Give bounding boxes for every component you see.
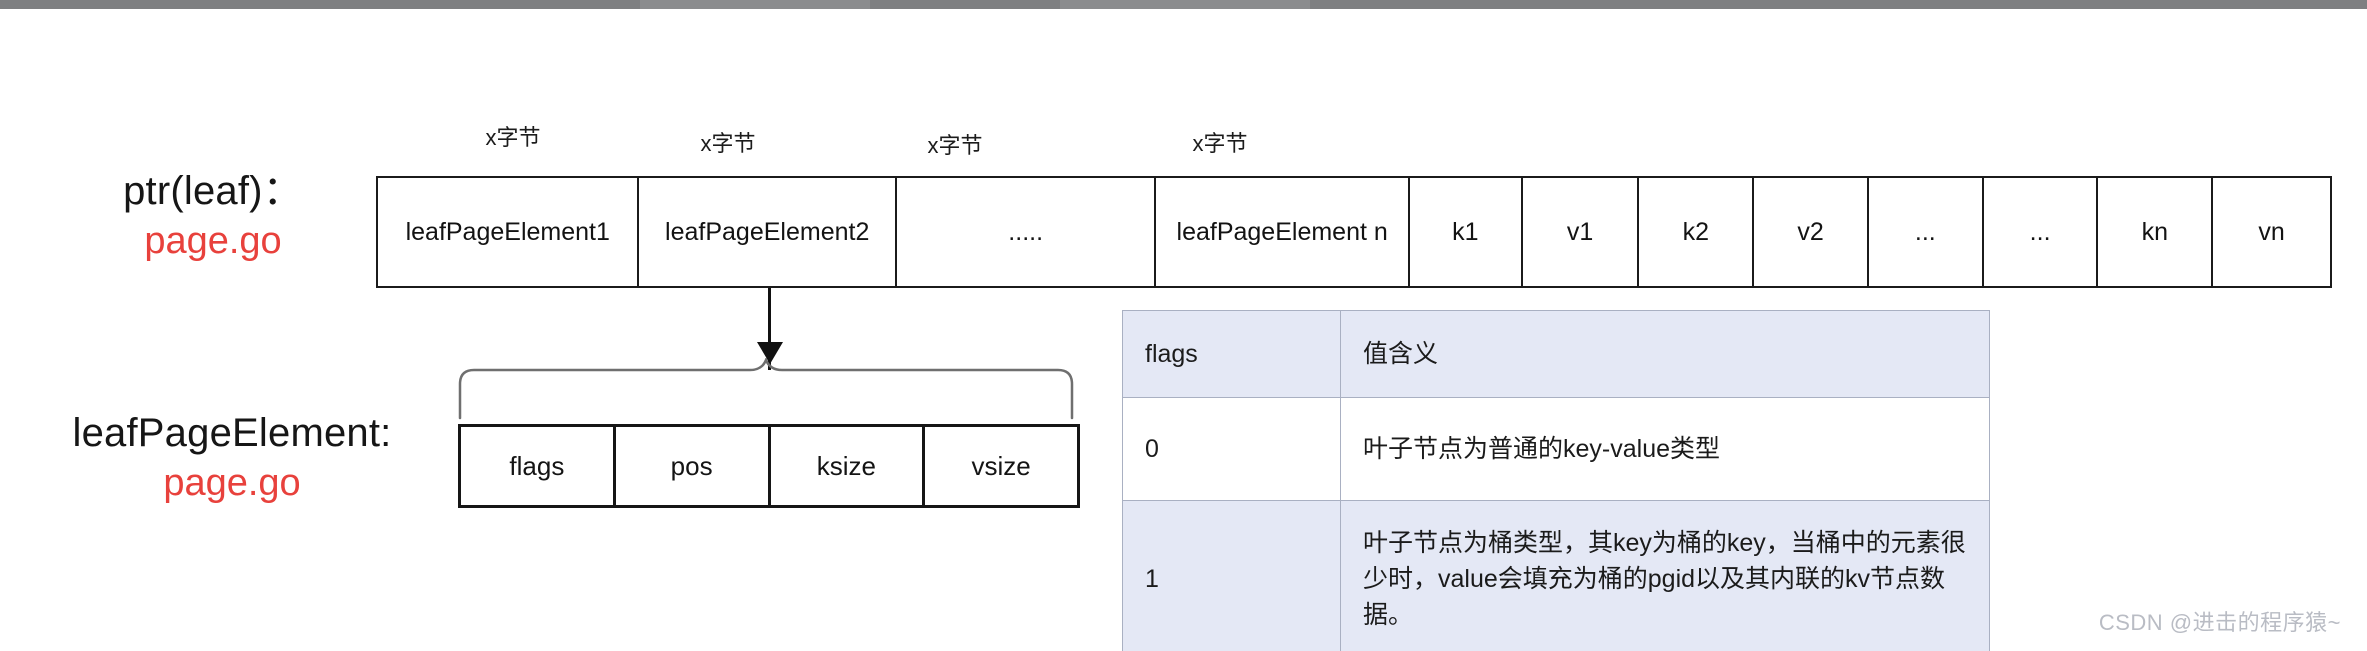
meaning-text: 叶子节点为桶类型，其key为桶的key，当桶中的元素很少时，value会填充为桶… [1363,528,1966,630]
table-cell-flag-value: 0 [1122,397,1341,501]
struct-field-vsize: vsize [971,450,1031,481]
bytes-label-1: x字节 [485,125,541,150]
curly-brace-icon [458,358,1074,420]
leaf-cell-v2: v2 [1754,178,1869,286]
bytes-label-4: x字节 [1192,131,1248,156]
caption-ptr-leaf-file: page.go [144,220,282,263]
table-header-flags: flags [1122,310,1341,398]
chrome-segment [640,0,870,9]
leaf-cell-k1: k1 [1410,178,1523,286]
struct-field-ksize: ksize [771,427,926,505]
watermark: CSDN @进击的程序猿~ [2098,610,2341,635]
leaf-page-row: leafPageElement1 leafPageElement2 ..... … [376,176,2332,288]
table-row: 1 叶子节点为桶类型，其key为桶的key，当桶中的元素很少时，value会填充… [1122,500,1990,651]
caption-leaf-page-element-file: page.go [163,462,301,505]
meaning-text: 叶子节点为普通的key-value类型 [1363,434,1720,463]
leaf-page-element-struct: flags pos ksize vsize [458,424,1080,508]
chrome-segment [1060,0,1310,9]
table-cell-flag-value: 1 [1122,500,1341,651]
cropped-chrome-strip [0,0,2367,9]
caption-ptr-leaf: ptr(leaf)： page.go [78,168,348,264]
leaf-cell-v1: v1 [1523,178,1640,286]
bytes-label-3: x字节 [927,133,983,158]
connector-line [768,288,771,370]
table-header-row: flags 值含义 [1122,310,1990,398]
leaf-cell-element1: leafPageElement1 [378,178,640,286]
caption-leaf-page-element-title: leafPageElement: [72,411,392,455]
leaf-cell-kn: kn [2098,178,2214,286]
connector-arrow-icon [757,342,783,364]
leaf-cell-ellipsis-2: ... [1869,178,1984,286]
leaf-cell-element2: leafPageElement2 [639,178,897,286]
table-cell-flag-meaning: 叶子节点为普通的key-value类型 [1340,397,1990,501]
table-row: 0 叶子节点为普通的key-value类型 [1122,397,1990,501]
bytes-label-2: x字节 [700,131,756,156]
table-header-meaning: 值含义 [1340,310,1990,398]
flags-meaning-table: flags 值含义 0 叶子节点为普通的key-value类型 1 叶子节点为桶… [1122,310,1990,651]
struct-field-flags: flags [461,427,616,505]
caption-leaf-page-element: leafPageElement: page.go [22,410,442,506]
leaf-cell-element-n: leafPageElement n [1156,178,1410,286]
leaf-cell-k2: k2 [1639,178,1755,286]
leaf-cell-ellipsis: ..... [897,178,1157,286]
leaf-cell-ellipsis-3: ... [1984,178,2099,286]
table-cell-flag-meaning: 叶子节点为桶类型，其key为桶的key，当桶中的元素很少时，value会填充为桶… [1340,500,1990,651]
leaf-cell-vn: vn [2258,217,2285,246]
caption-ptr-leaf-title: ptr(leaf)： [123,169,303,213]
struct-field-pos: pos [616,427,771,505]
